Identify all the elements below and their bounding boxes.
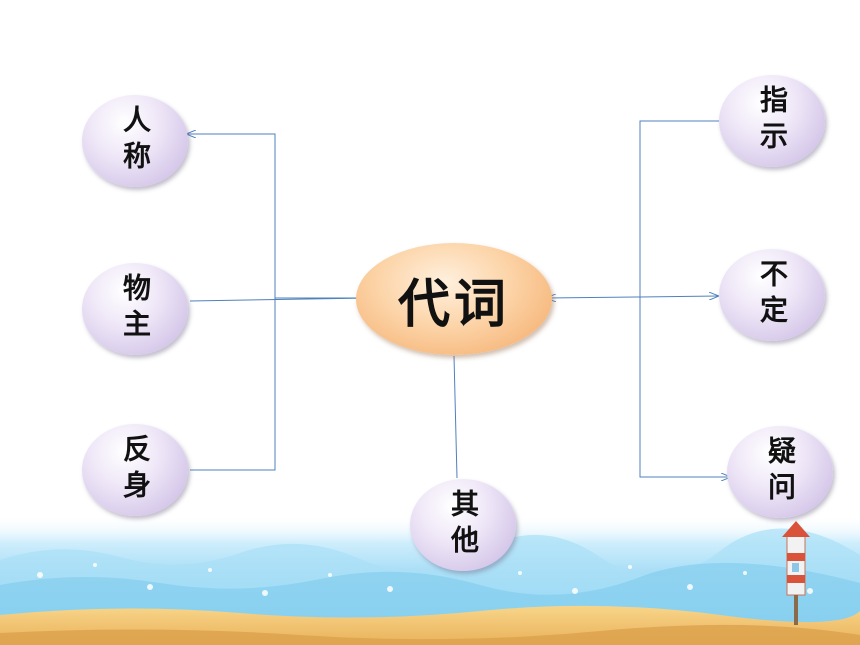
node-reflexive-label: 反身: [119, 434, 152, 506]
node-other-label: 其他: [447, 489, 480, 561]
connector-center-right: [547, 297, 641, 298]
connector-indefinite: [639, 296, 718, 297]
node-personal: 人称: [82, 95, 188, 187]
node-other: 其他: [410, 479, 516, 571]
connector-reflexive: [190, 298, 276, 471]
node-reflexive: 反身: [82, 424, 188, 516]
node-interrogative-label: 疑问: [764, 436, 797, 508]
node-demonstrative-label: 指示: [756, 85, 789, 157]
node-demonstrative: 指示: [719, 75, 825, 167]
node-indefinite-label: 不定: [756, 259, 789, 331]
connector-other: [453, 355, 458, 479]
node-interrogative: 疑问: [727, 426, 833, 518]
node-possessive-label: 物主: [119, 273, 152, 345]
node-possessive: 物主: [82, 263, 188, 355]
node-indefinite: 不定: [719, 249, 825, 341]
connector-personal: [187, 134, 276, 298]
node-personal-label: 人称: [119, 105, 152, 177]
connector-demonstrative: [639, 120, 720, 297]
center-node-pronoun: 代词: [356, 243, 552, 355]
center-label: 代词: [397, 273, 510, 335]
connector-interrogative: [639, 297, 730, 477]
